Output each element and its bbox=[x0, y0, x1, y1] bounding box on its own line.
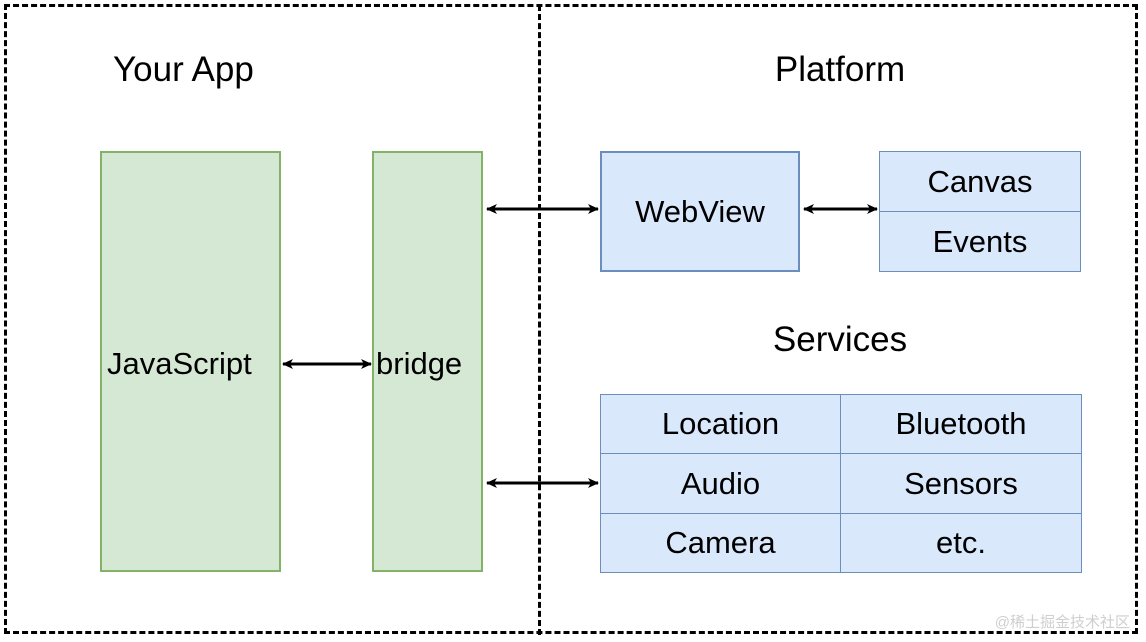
watermark-text: @稀土掘金技术社区 bbox=[994, 614, 1130, 631]
service-cell-camera[interactable]: Camera bbox=[600, 513, 841, 573]
outer-dashed-frame bbox=[4, 4, 1138, 634]
javascript-box-label: JavaScript bbox=[107, 346, 252, 381]
webview-box[interactable] bbox=[600, 151, 800, 272]
page-title-platform: Platform bbox=[774, 50, 906, 89]
section-title-services: Services bbox=[772, 320, 908, 359]
webview-box-label: WebView bbox=[635, 193, 765, 229]
events-cell[interactable]: Events bbox=[879, 211, 1081, 272]
service-cell-sensors[interactable]: Sensors bbox=[840, 453, 1082, 514]
service-cell-etc[interactable]: etc. bbox=[840, 513, 1082, 573]
service-cell-location[interactable]: Location bbox=[600, 394, 841, 454]
page-title-your-app: Your App bbox=[113, 50, 254, 89]
center-dashed-divider bbox=[538, 5, 541, 635]
bridge-box[interactable] bbox=[372, 151, 483, 572]
bridge-box-label: bridge bbox=[376, 346, 463, 381]
javascript-box[interactable] bbox=[100, 151, 281, 572]
service-cell-audio[interactable]: Audio bbox=[600, 453, 841, 514]
service-cell-bluetooth[interactable]: Bluetooth bbox=[840, 394, 1082, 454]
canvas-cell[interactable]: Canvas bbox=[879, 151, 1081, 212]
